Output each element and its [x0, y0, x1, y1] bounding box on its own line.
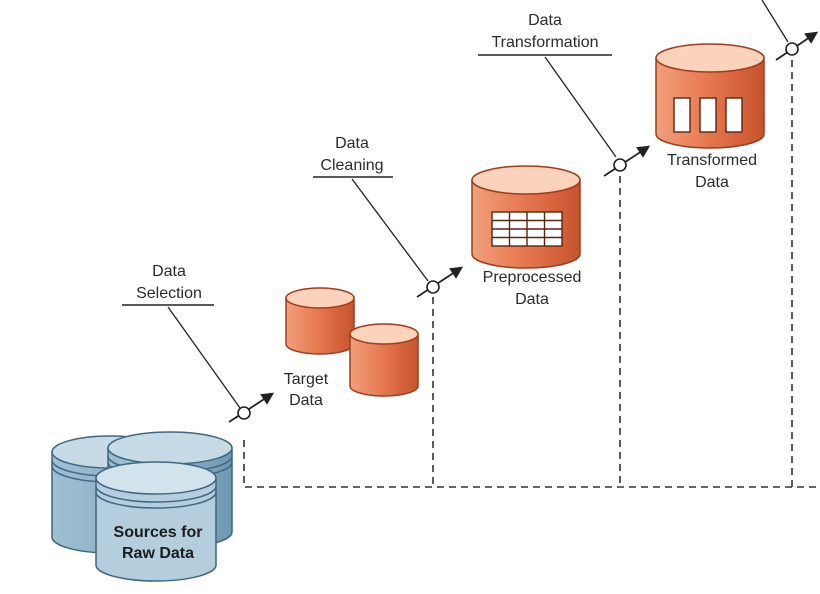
table-grid-icon: [491, 211, 563, 247]
sources-label-line2: Raw Data: [122, 545, 194, 562]
transformed-label-line2: Data: [695, 174, 729, 191]
database-pair-icon: [285, 287, 419, 397]
step-label-cleaning-line2: Cleaning: [320, 157, 383, 174]
step-label-transformation-line2: Transformation: [492, 34, 599, 51]
target-label-line2: Data: [289, 392, 323, 409]
feedback-lines: [243, 60, 820, 488]
database-stack-icon: [51, 431, 233, 582]
arrow-cleaning-icon: [416, 266, 464, 298]
preprocessed-label-line2: Data: [515, 291, 549, 308]
step-label-transformation-line1: Data: [528, 12, 562, 29]
target-label-line1: Target: [284, 371, 329, 388]
arrow-selection-icon: [228, 392, 275, 423]
step-label-selection-line1: Data: [152, 263, 186, 280]
leader-line-transformation: [544, 56, 617, 158]
database-columns-icon: [655, 43, 765, 149]
leader-line-selection: [167, 306, 241, 409]
transformed-label-line1: Transformed: [667, 152, 757, 169]
node-transformation-icon: [613, 158, 627, 172]
node-cleaning-icon: [426, 280, 440, 294]
columns-icon: [673, 97, 743, 133]
leader-line-cleaning: [351, 178, 429, 282]
step-label-cleaning-line1: Data: [335, 135, 369, 152]
arrow-transformation-icon: [603, 145, 651, 177]
feedback-line-bottom: [243, 440, 820, 488]
preprocessed-label-line1: Preprocessed: [483, 269, 582, 286]
database-table-icon: [471, 165, 581, 269]
node-next-icon: [785, 42, 799, 56]
step-label-selection-line2: Selection: [136, 285, 202, 302]
leader-line-next: [761, 0, 789, 43]
sources-label-line1: Sources for: [114, 524, 203, 541]
node-selection-icon: [237, 406, 251, 420]
